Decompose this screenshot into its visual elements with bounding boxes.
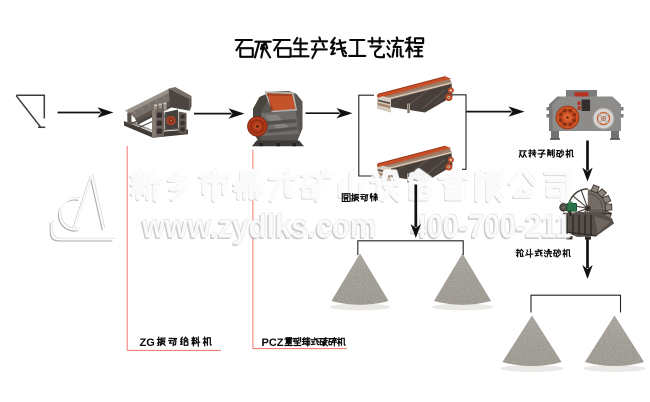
svg-text:400-700-211: 400-700-211 (411, 208, 571, 245)
svg-text:400-700-211: 400-700-211 (412, 207, 572, 244)
svg-text:ZG: ZG (140, 337, 155, 349)
svg-text:www.zydlks.com: www.zydlks.com (141, 208, 376, 245)
svg-text:www.zydlks.com: www.zydlks.com (140, 209, 375, 246)
svg-text:400-700-211: 400-700-211 (410, 209, 570, 246)
svg-text:www.zydlks.com: www.zydlks.com (142, 207, 377, 244)
svg-text:PCZ: PCZ (262, 337, 284, 349)
